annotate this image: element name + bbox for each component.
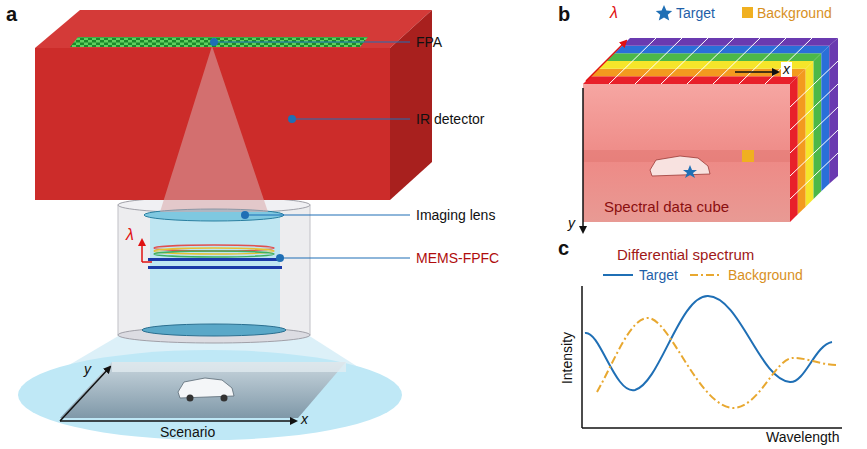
axis-symbol: y	[84, 360, 91, 378]
axis-symbol: x	[781, 62, 792, 77]
panel-letter: c	[558, 236, 569, 260]
bottom-lens	[142, 324, 286, 336]
y-axis-arrow	[582, 88, 584, 232]
part-name: FPA	[416, 33, 442, 51]
leader-dot	[288, 115, 296, 123]
y-axis	[581, 286, 583, 428]
legend-text: Target	[676, 4, 715, 22]
leader-dot	[210, 38, 218, 46]
axis-symbol: y	[568, 214, 575, 232]
lambda-base	[142, 261, 152, 263]
filter-plate	[148, 258, 282, 261]
part-name: Imaging lens	[416, 206, 495, 224]
horizon	[112, 362, 346, 372]
scenario-ground	[60, 362, 346, 418]
legend-text: Background	[728, 266, 803, 284]
scene-name: Scenario	[160, 423, 215, 441]
leader-line	[292, 118, 410, 119]
cube-title: Spectral data cube	[604, 198, 729, 216]
target-star	[683, 165, 697, 178]
axis-title: Intensity	[558, 332, 576, 384]
axis-symbol: x	[301, 410, 308, 428]
scenario-ellipse	[18, 350, 402, 440]
leader-line	[280, 257, 410, 258]
axis-title: Wavelength	[766, 429, 839, 445]
leader-line	[245, 214, 410, 215]
lambda-arrow	[586, 41, 626, 81]
axis-symbol: λ	[126, 226, 134, 244]
leader-line	[214, 41, 410, 42]
lens-housing	[118, 205, 310, 335]
car-wheel	[221, 395, 228, 402]
legend-text: Background	[757, 4, 832, 22]
leader-dot	[276, 254, 284, 262]
part-name: MEMS-FPFC	[416, 249, 499, 267]
filter-plate	[148, 266, 282, 269]
background-square	[742, 150, 754, 162]
legend-star	[656, 5, 672, 21]
light-column	[150, 205, 280, 335]
background-curve	[597, 318, 838, 408]
legend-line	[603, 274, 633, 276]
car-icon	[650, 156, 710, 176]
x-axis-arrow	[735, 71, 778, 73]
x-axis-arrow	[60, 420, 296, 422]
light-cone	[160, 46, 268, 212]
panel-letter: a	[6, 2, 17, 26]
filter-layer	[154, 251, 274, 257]
leader-dot	[241, 211, 249, 219]
x-axis	[582, 427, 842, 429]
axis-symbol: λ	[610, 4, 618, 22]
plot-title: Differential spectrum	[617, 246, 754, 264]
panel-letter: b	[558, 2, 570, 26]
part-name: IR detector	[416, 110, 484, 128]
band-side	[821, 46, 829, 192]
lambda-arrow	[141, 240, 143, 262]
car-wheel	[187, 395, 194, 402]
cube-front-image	[583, 84, 790, 222]
detector-top	[35, 10, 432, 48]
legend-square	[742, 7, 753, 18]
legend-text: Target	[639, 266, 678, 284]
legend-line	[690, 274, 722, 276]
